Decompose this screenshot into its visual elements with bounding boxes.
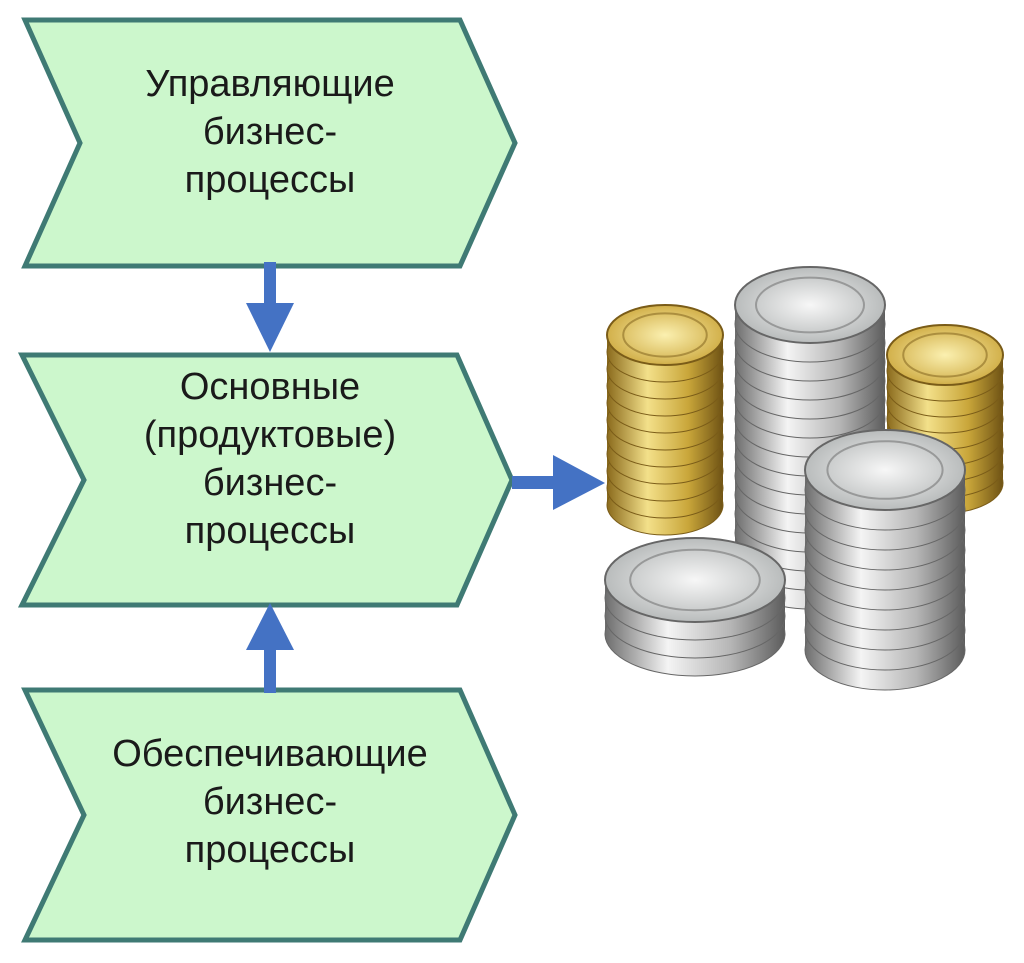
label-line: процессы <box>184 510 356 552</box>
arrow-right <box>512 455 605 510</box>
coins-image <box>604 266 1004 691</box>
label-line: (продуктовые) <box>143 414 397 456</box>
label-line: бизнес- <box>202 781 338 823</box>
box-label-core: Основные (продуктовые) бизнес- процессы <box>60 363 480 555</box>
process-box-core <box>17 352 515 608</box>
label-line: Обеспечивающие <box>112 733 428 775</box>
box-label-management: Управляющие бизнес- процессы <box>60 60 480 204</box>
label-line: процессы <box>184 829 356 871</box>
label-line: бизнес- <box>202 111 338 153</box>
label-line: Основные <box>179 366 361 408</box>
process-box-management <box>21 17 518 269</box>
arrow-up <box>246 603 294 693</box>
box-label-support: Обеспечивающие бизнес- процессы <box>55 730 485 874</box>
arrow-down <box>246 262 294 352</box>
process-box-support <box>21 687 518 943</box>
label-line: Управляющие <box>145 63 395 105</box>
label-line: процессы <box>184 159 356 201</box>
label-line: бизнес- <box>202 462 338 504</box>
